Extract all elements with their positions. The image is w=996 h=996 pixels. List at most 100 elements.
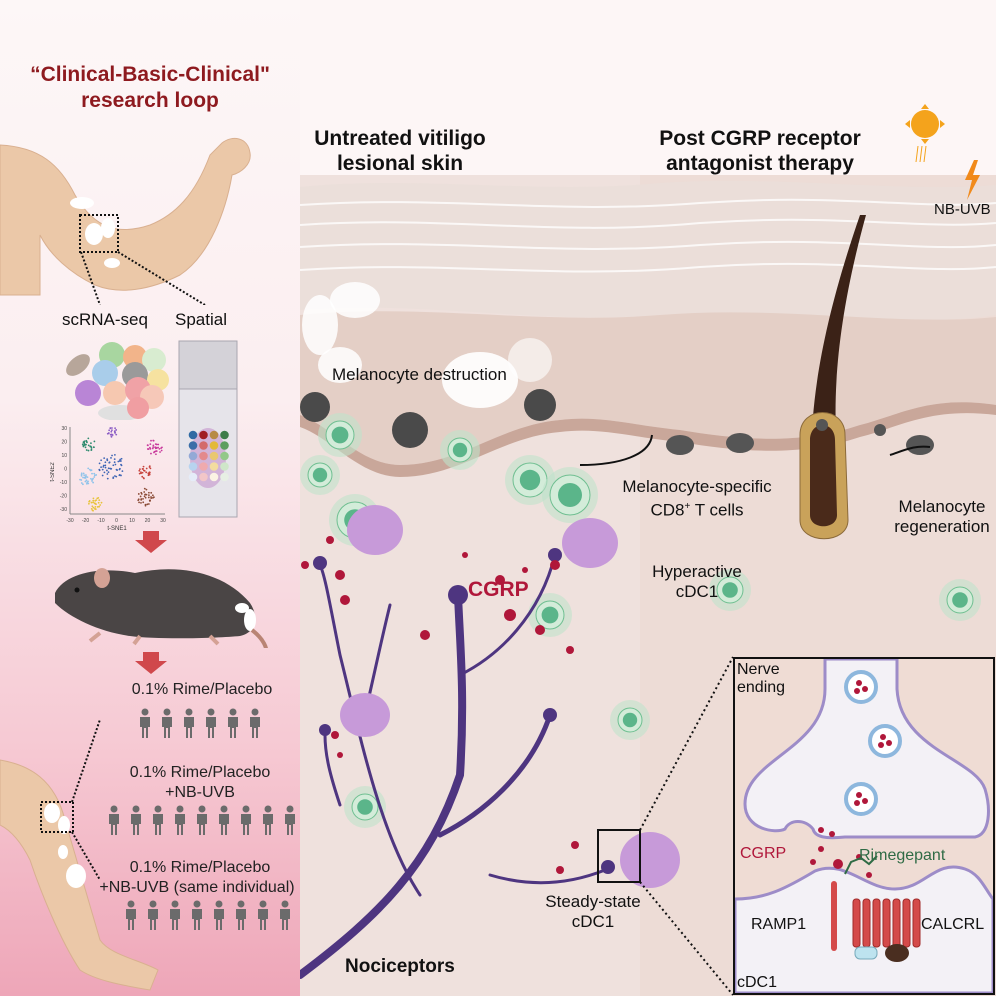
nociceptors-label: Nociceptors <box>345 956 455 977</box>
tsne-point <box>137 493 140 495</box>
tsne-point <box>110 457 112 459</box>
spatial-spot <box>220 462 229 471</box>
tsne-point <box>112 476 115 479</box>
tsne-point <box>110 435 113 438</box>
tsne-point <box>119 458 122 461</box>
cgrp-particle <box>462 552 468 558</box>
cgrp-particle <box>495 575 505 585</box>
tsne-point <box>99 504 102 506</box>
person-icon <box>241 805 251 835</box>
tsne-y-tick: 20 <box>61 440 67 446</box>
tsne-point <box>95 474 98 476</box>
tsne-point <box>94 503 97 505</box>
tsne-point <box>160 447 162 450</box>
tsne-point <box>101 474 104 477</box>
tsne-point <box>138 472 141 475</box>
tsne-point <box>102 465 105 468</box>
spatial-spot <box>199 472 208 482</box>
spatial-spot <box>199 441 208 450</box>
tsne-point <box>152 439 155 442</box>
inset-cdc1-label: cDC1 <box>737 974 778 991</box>
group-1-participants <box>138 708 262 738</box>
biopsy-box <box>40 801 74 833</box>
tsne-y-tick: -30 <box>60 507 67 513</box>
tsne-point <box>90 448 93 450</box>
arrow <box>579 434 653 466</box>
melanocyte-regeneration-label: Melanocyte regeneration <box>894 497 990 536</box>
spatial-spot <box>220 451 229 461</box>
tsne-point <box>91 478 94 481</box>
tsne-x-tick: -10 <box>97 518 104 524</box>
loop-title: “Clinical-Basic-Clinical" research loop <box>0 62 300 114</box>
person-icon <box>192 900 202 930</box>
spatial-spot <box>199 451 208 461</box>
spatial-spot <box>209 462 219 471</box>
tsne-point <box>83 474 86 477</box>
zoom-box <box>597 829 641 883</box>
spatial-spot <box>209 430 219 440</box>
tsne-point <box>109 427 112 429</box>
tsne-point <box>108 461 111 464</box>
tsne-point <box>85 479 88 482</box>
tsne-point <box>149 443 152 446</box>
tsne-point <box>87 467 90 470</box>
tsne-point <box>106 477 109 480</box>
steady-state-cdc1-label: Steady-state cDC1 <box>545 892 641 931</box>
spatial-spot <box>199 462 208 471</box>
tsne-point <box>147 491 150 494</box>
tsne-point <box>152 496 155 499</box>
tsne-point <box>113 461 116 464</box>
spatial-spot <box>220 430 229 440</box>
tsne-point <box>109 467 112 470</box>
tsne-point <box>140 502 142 504</box>
cgrp-particle <box>326 536 334 544</box>
tsne-point <box>80 479 83 481</box>
person-icon <box>285 805 295 835</box>
person-icon <box>228 708 238 738</box>
tsne-point <box>85 474 87 476</box>
calcrl-receptor <box>852 898 921 948</box>
tsne-point <box>157 443 160 446</box>
tsne-point <box>106 473 109 475</box>
untreated-header: Untreated vitiligo lesional skin <box>314 127 486 175</box>
tsne-point <box>84 476 87 479</box>
tsne-point <box>150 497 153 500</box>
tsne-point <box>91 480 93 482</box>
tsne-point <box>121 470 124 473</box>
tsne-point <box>87 444 90 447</box>
vesicle <box>844 670 878 704</box>
hyperactive-cdc1-label: Hyperactive cDC1 <box>652 562 742 601</box>
tsne-point <box>120 457 123 460</box>
ramp1-label: RAMP1 <box>751 916 807 933</box>
tsne-point <box>147 448 150 450</box>
person-icon <box>175 805 185 835</box>
cgrp-particle <box>301 561 309 569</box>
vesicle <box>868 724 902 758</box>
tsne-point <box>87 482 90 485</box>
tsne-point <box>111 427 113 429</box>
person-icon <box>140 708 150 738</box>
tsne-x-tick: 0 <box>115 518 118 524</box>
cgrp-particle <box>335 570 345 580</box>
tsne-point <box>154 443 157 446</box>
nb-uvb-label: NB-UVB <box>934 201 991 218</box>
ramp1-receptor <box>831 881 837 951</box>
tsne-point <box>143 487 146 490</box>
tsne-point <box>147 503 150 505</box>
person-icon <box>148 900 158 930</box>
destroyed-melanocytes <box>300 389 556 448</box>
nerve-ending-label: Nerve ending <box>737 661 786 696</box>
spatial-spot <box>220 472 229 482</box>
person-icon <box>197 805 207 835</box>
tsne-point <box>94 506 97 508</box>
tsne-point <box>140 491 143 494</box>
cell-cluster-illustration <box>66 342 169 420</box>
tsne-point <box>86 476 89 479</box>
tsne-ylabel: t-SNE2 <box>50 462 56 482</box>
inset-cgrp-label: CGRP <box>740 845 787 862</box>
cd8-tcell-label: Melanocyte-specific CD8+ T cells <box>622 477 772 520</box>
calcrl-label: CALCRL <box>921 916 985 933</box>
synapse-diagram <box>735 659 993 993</box>
melanocyte-destruction-label: Melanocyte destruction <box>332 365 507 384</box>
cgrp-particle <box>340 595 350 605</box>
